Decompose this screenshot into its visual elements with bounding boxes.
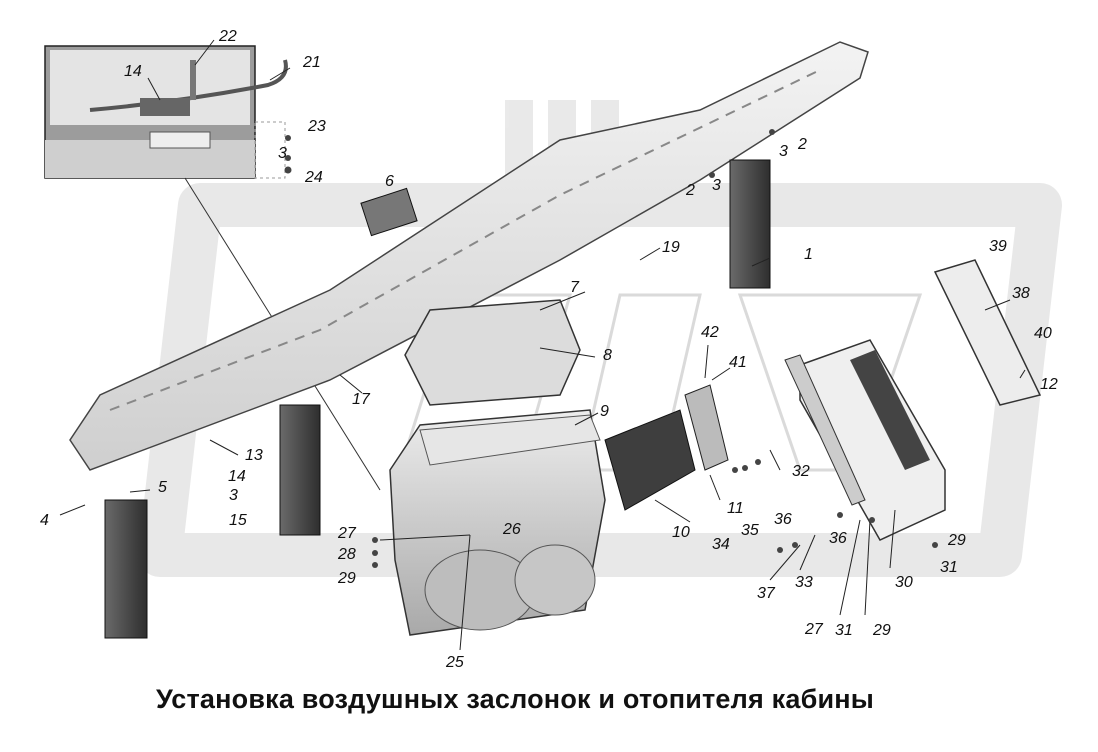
callout-7: 7	[570, 279, 580, 296]
callout-23: 23	[307, 118, 326, 135]
bracket	[784, 354, 866, 506]
callout-11: 11	[727, 500, 744, 517]
callout-42: 42	[701, 324, 719, 341]
callout-36: 36	[774, 511, 792, 528]
callout-38: 38	[1012, 285, 1030, 302]
heater-unit	[389, 409, 606, 636]
callout-29: 29	[337, 570, 356, 587]
callout-17: 17	[352, 391, 371, 408]
callout-4: 4	[40, 512, 49, 529]
callout-26: 26	[502, 521, 521, 538]
callout-14: 14	[228, 468, 246, 485]
callout-27: 27	[804, 621, 824, 638]
callout-2: 2	[685, 182, 695, 199]
inset-detail	[44, 45, 381, 491]
callout-32: 32	[792, 463, 810, 480]
callout-29: 29	[947, 532, 966, 549]
callout-3: 3	[779, 143, 788, 160]
callout-37: 37	[757, 585, 776, 602]
callout-31: 31	[940, 559, 958, 576]
damper	[684, 384, 729, 471]
callout-6: 6	[385, 173, 394, 190]
callout-10: 10	[672, 524, 690, 541]
callout-25: 25	[445, 654, 464, 671]
callout-8: 8	[603, 347, 612, 364]
callout-30: 30	[895, 574, 913, 591]
callout-12: 12	[1040, 376, 1058, 393]
control-housing	[799, 339, 946, 541]
callout-33: 33	[795, 574, 813, 591]
callout-5: 5	[158, 479, 167, 496]
callout-36: 36	[829, 530, 847, 547]
callout-31: 31	[835, 622, 853, 639]
callout-2: 2	[797, 136, 807, 153]
mounting-plate	[933, 259, 1042, 406]
callout-14: 14	[124, 63, 142, 80]
callout-3: 3	[278, 145, 287, 162]
callout-28: 28	[337, 546, 356, 563]
diagram-caption: Установка воздушных заслонок и отопителя…	[155, 684, 875, 714]
callout-3: 3	[229, 487, 238, 504]
callout-19: 19	[662, 239, 680, 256]
diagram-drawing: 1 2 2 3 3 3 3 4 5 6 7 8 9 10 11 12 13 14…	[40, 28, 1062, 671]
fasteners	[284, 129, 938, 568]
callout-3: 3	[712, 177, 721, 194]
callout-15: 15	[229, 512, 247, 529]
air-duct	[69, 41, 869, 471]
vertical-ducts	[104, 159, 771, 639]
callout-1: 1	[804, 246, 813, 263]
callout-21: 21	[302, 54, 321, 71]
callout-40: 40	[1034, 325, 1052, 342]
callout-22: 22	[218, 28, 237, 45]
callout-34: 34	[712, 536, 730, 553]
corrugated-hose	[604, 409, 696, 511]
leader-lines	[59, 39, 1026, 651]
callout-41: 41	[729, 354, 747, 371]
callout-35: 35	[741, 522, 759, 539]
callout-27: 27	[337, 525, 357, 542]
callout-9: 9	[600, 403, 609, 420]
callout-24: 24	[304, 169, 323, 186]
callout-13: 13	[245, 447, 263, 464]
nozzle-frame	[404, 299, 581, 406]
callout-39: 39	[989, 238, 1007, 255]
callout-29: 29	[872, 622, 891, 639]
callout-labels: 1 2 2 3 3 3 3 4 5 6 7 8 9 10 11 12 13 14…	[40, 28, 1058, 671]
